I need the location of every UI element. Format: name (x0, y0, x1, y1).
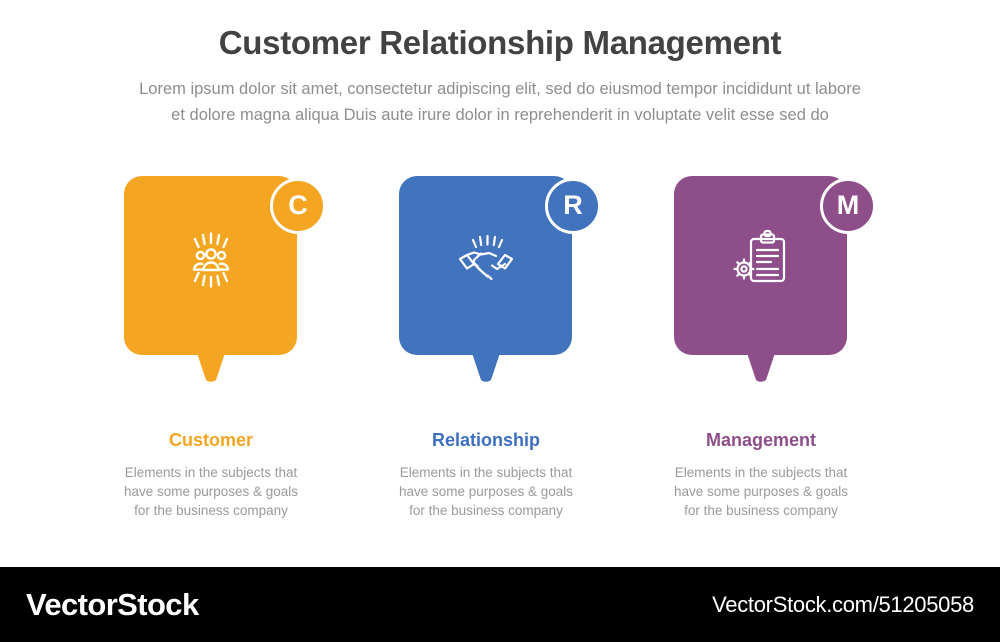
handshake-icon (454, 228, 518, 292)
card-relationship[interactable]: R (399, 176, 601, 382)
desc-line-3: for the business company (684, 503, 838, 518)
badge-letter-text: R (563, 189, 583, 220)
desc-line-2: have some purposes & goals (123, 484, 299, 499)
subtitle-line-1: Lorem ipsum dolor sit amet, consectetur … (139, 80, 861, 98)
captions-row: Customer Elements in the subjects that h… (0, 425, 1000, 540)
desc-line-2: have some purposes & goals (673, 484, 849, 499)
caption-title: Management (705, 430, 817, 450)
card-customer[interactable]: C (124, 176, 326, 382)
people-group-icon (179, 228, 243, 292)
desc-line-1: Elements in the subjects that (124, 465, 298, 480)
caption-customer: Customer Elements in the subjects that h… (96, 425, 326, 520)
footer-url: VectorStock.com/51205058 (712, 591, 974, 617)
desc-line-2: have some purposes & goals (398, 484, 574, 499)
bubble-body (399, 176, 572, 355)
cards-row: C (0, 176, 1000, 382)
desc-line-1: Elements in the subjects that (674, 465, 848, 480)
page-title: Customer Relationship Management (218, 24, 782, 61)
badge-letter-c: C (270, 178, 326, 234)
desc-line-3: for the business company (409, 503, 563, 518)
caption-title: Relationship (431, 430, 540, 450)
bubble-body (124, 176, 297, 355)
header: Customer Relationship Management Lorem i… (0, 22, 1000, 128)
clipboard-gear-icon (729, 228, 793, 292)
badge-letter-r: R (545, 178, 601, 234)
subtitle-line-2: et dolore magna aliqua Duis aute irure d… (171, 106, 829, 124)
caption-management: Management Elements in the subjects that… (646, 425, 876, 520)
page-subtitle: Lorem ipsum dolor sit amet, consectetur … (50, 76, 950, 128)
card-management[interactable]: M (674, 176, 876, 382)
footer-brand-logo: VectorStock (26, 586, 199, 622)
caption-description: Elements in the subjects that have some … (646, 463, 876, 520)
caption-relationship: Relationship Elements in the subjects th… (371, 425, 601, 520)
desc-line-1: Elements in the subjects that (399, 465, 573, 480)
desc-line-3: for the business company (134, 503, 288, 518)
bubble-body (674, 176, 847, 355)
badge-letter-m: M (820, 178, 876, 234)
caption-title: Customer (168, 430, 253, 450)
footer-bar: VectorStock VectorStock.com/51205058 (0, 567, 1000, 642)
caption-description: Elements in the subjects that have some … (371, 463, 601, 520)
badge-letter-text: C (288, 189, 308, 220)
caption-description: Elements in the subjects that have some … (96, 463, 326, 520)
badge-letter-text: M (836, 189, 860, 220)
